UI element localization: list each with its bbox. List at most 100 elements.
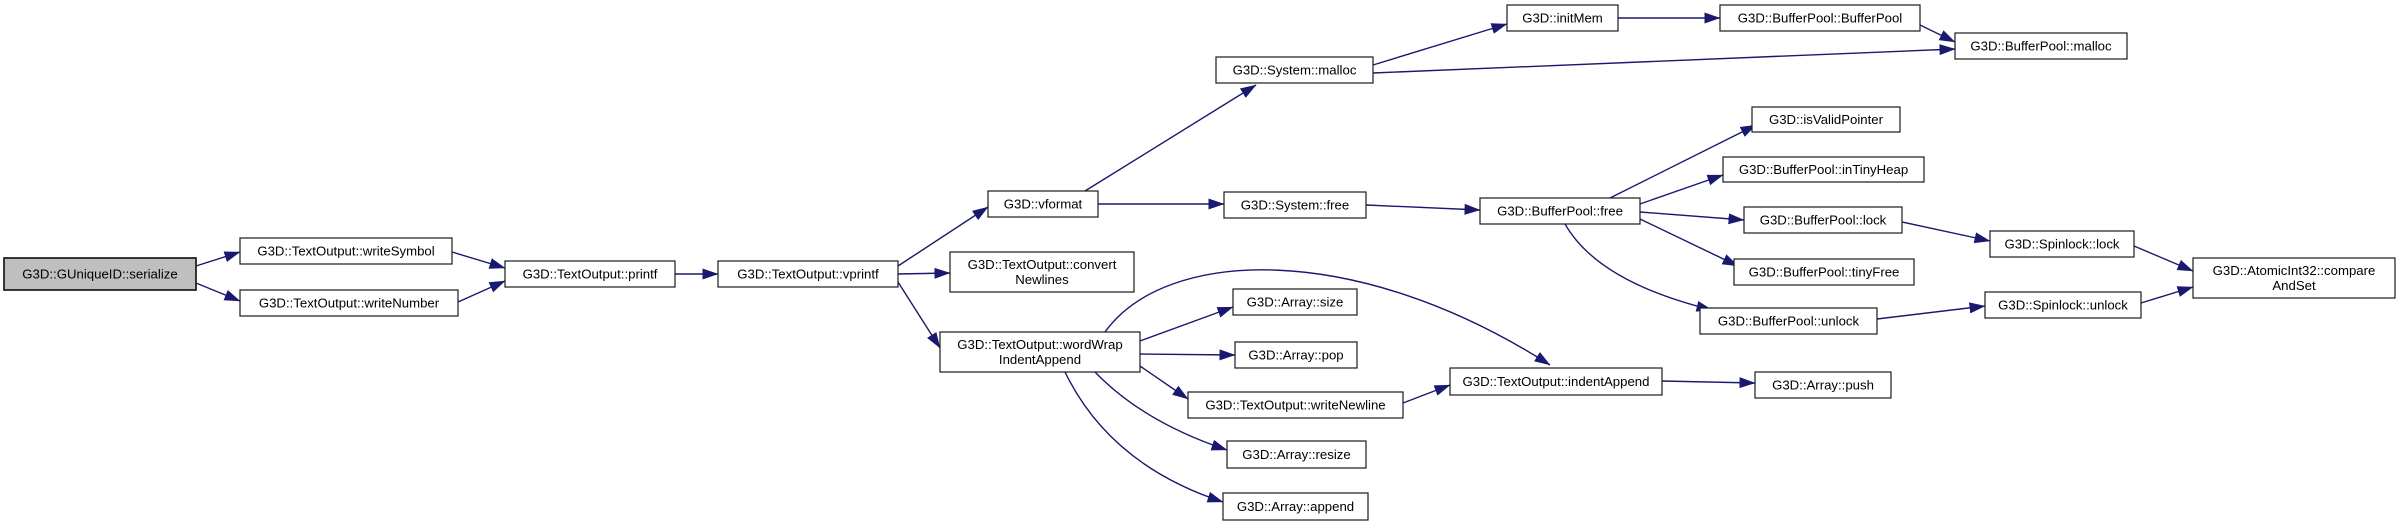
node-indentAppend[interactable]: G3D::TextOutput::indentAppend [1449, 367, 1663, 396]
node-box [1506, 4, 1619, 32]
edge-spinLock-cas [2133, 245, 2194, 272]
node-bpUnlock[interactable]: G3D::BufferPool::unlock [1699, 307, 1878, 335]
node-bpMalloc[interactable]: G3D::BufferPool::malloc [1954, 32, 2128, 60]
node-box [239, 289, 459, 317]
node-label: G3D::TextOutput::writeSymbol [257, 244, 434, 259]
node-writeSymbol[interactable]: G3D::TextOutput::writeSymbol [239, 237, 453, 265]
edge-serialize-writeSymbol [195, 251, 241, 267]
edge-sysMalloc-initMem [1372, 23, 1508, 66]
node-box [1954, 32, 2128, 60]
node-box [1722, 156, 1925, 183]
node-arrPop[interactable]: G3D::Array::pop [1234, 341, 1358, 369]
node-label: G3D::AtomicInt32::compare [2213, 263, 2376, 278]
node-box [717, 260, 899, 288]
node-sysFree[interactable]: G3D::System::free [1223, 191, 1367, 219]
node-writeNumber[interactable]: G3D::TextOutput::writeNumber [239, 289, 459, 317]
node-vprintf[interactable]: G3D::TextOutput::vprintf [717, 260, 899, 288]
node-label: G3D::Array::size [1247, 295, 1344, 310]
node-label: G3D::vformat [1004, 197, 1083, 212]
node-printf[interactable]: G3D::TextOutput::printf [504, 260, 676, 288]
node-label: G3D::isValidPointer [1769, 112, 1884, 127]
node-spinLock[interactable]: G3D::Spinlock::lock [1989, 230, 2135, 258]
edge-wordWrap-indentAppend [1104, 269, 1551, 366]
node-arrSize[interactable]: G3D::Array::size [1232, 288, 1358, 316]
node-box [1989, 230, 2135, 258]
edge-vprintf-vformat [897, 206, 989, 267]
node-box [1222, 492, 1369, 521]
node-bpFree[interactable]: G3D::BufferPool::free [1479, 197, 1641, 225]
edge-bpFree-inTinyHeap [1639, 174, 1724, 205]
node-box [1449, 367, 1663, 396]
node-arrAppend[interactable]: G3D::Array::append [1222, 492, 1369, 521]
edge-wordWrap-arrAppend [1064, 371, 1224, 503]
edge-sysMalloc-bpMalloc [1372, 44, 1956, 74]
node-label: G3D::Spinlock::lock [2004, 237, 2119, 252]
edge-vprintf-wordWrap [897, 281, 941, 349]
node-label: G3D::BufferPool::free [1497, 204, 1623, 219]
node-box [1754, 371, 1892, 399]
edge-writeNewline-indentAppend [1402, 384, 1451, 404]
node-label: AndSet [2272, 278, 2316, 293]
node-label: G3D::BufferPool::BufferPool [1738, 11, 1903, 26]
node-box [2192, 257, 2396, 299]
node-box [1223, 191, 1367, 219]
node-label: G3D::BufferPool::inTinyHeap [1739, 162, 1908, 177]
edge-sysFree-bpFree [1365, 203, 1481, 215]
node-label: Newlines [1015, 272, 1069, 287]
node-label: G3D::System::free [1241, 198, 1349, 213]
node-writeNewline[interactable]: G3D::TextOutput::writeNewline [1187, 391, 1404, 419]
node-box [939, 331, 1141, 373]
node-label: G3D::Array::push [1772, 378, 1874, 393]
node-initMem[interactable]: G3D::initMem [1506, 4, 1619, 32]
node-vformat[interactable]: G3D::vformat [987, 190, 1099, 218]
node-arrResize[interactable]: G3D::Array::resize [1226, 440, 1367, 469]
edge-writeNumber-printf [457, 280, 506, 303]
node-box [1215, 56, 1374, 84]
node-sysMalloc[interactable]: G3D::System::malloc [1215, 56, 1374, 84]
edge-spinUnlock-cas [2140, 286, 2194, 304]
node-label: G3D::BufferPool::unlock [1718, 314, 1860, 329]
edge-bpFree-isValidPointer [1609, 124, 1757, 199]
edge-vformat-sysMalloc [1084, 84, 1257, 192]
node-label: G3D::BufferPool::malloc [1970, 39, 2112, 54]
node-label: G3D::Spinlock::unlock [1998, 298, 2128, 313]
edge-vprintf-convertNewlines [897, 267, 951, 279]
node-label: G3D::GUniqueID::serialize [22, 267, 177, 282]
node-label: G3D::BufferPool::lock [1760, 213, 1887, 228]
node-spinUnlock[interactable]: G3D::Spinlock::unlock [1984, 291, 2142, 319]
edge-bpFree-bpLock [1639, 211, 1745, 225]
node-bpCtor[interactable]: G3D::BufferPool::BufferPool [1719, 4, 1921, 32]
node-arrPush[interactable]: G3D::Array::push [1754, 371, 1892, 399]
node-box [1751, 106, 1901, 133]
edge-serialize-writeNumber [195, 282, 241, 302]
node-label: G3D::Array::resize [1242, 447, 1350, 462]
edge-wordWrap-arrResize [1094, 371, 1228, 451]
node-label: G3D::TextOutput::indentAppend [1463, 374, 1650, 389]
node-tinyFree[interactable]: G3D::BufferPool::tinyFree [1733, 258, 1915, 286]
node-label: G3D::System::malloc [1233, 63, 1357, 78]
node-box [1984, 291, 2142, 319]
node-isValidPointer[interactable]: G3D::isValidPointer [1751, 106, 1901, 133]
node-label: G3D::TextOutput::vprintf [737, 267, 879, 282]
node-bpLock[interactable]: G3D::BufferPool::lock [1743, 206, 1903, 234]
edge-wordWrap-arrSize [1139, 306, 1234, 342]
node-box [3, 257, 197, 291]
node-label: IndentAppend [999, 352, 1081, 367]
node-serialize[interactable]: G3D::GUniqueID::serialize [3, 257, 197, 291]
edge-bpFree-bpUnlock [1564, 223, 1713, 312]
node-box [1719, 4, 1921, 32]
node-label: G3D::TextOutput::wordWrap [957, 337, 1122, 352]
node-box [1226, 440, 1367, 469]
node-label: G3D::TextOutput::convert [968, 257, 1117, 272]
node-label: G3D::BufferPool::tinyFree [1749, 265, 1900, 280]
node-box [987, 190, 1099, 218]
node-box [949, 251, 1135, 293]
node-label: G3D::Array::append [1237, 499, 1354, 514]
node-inTinyHeap[interactable]: G3D::BufferPool::inTinyHeap [1722, 156, 1925, 183]
edge-bpUnlock-spinUnlock [1876, 302, 1986, 320]
